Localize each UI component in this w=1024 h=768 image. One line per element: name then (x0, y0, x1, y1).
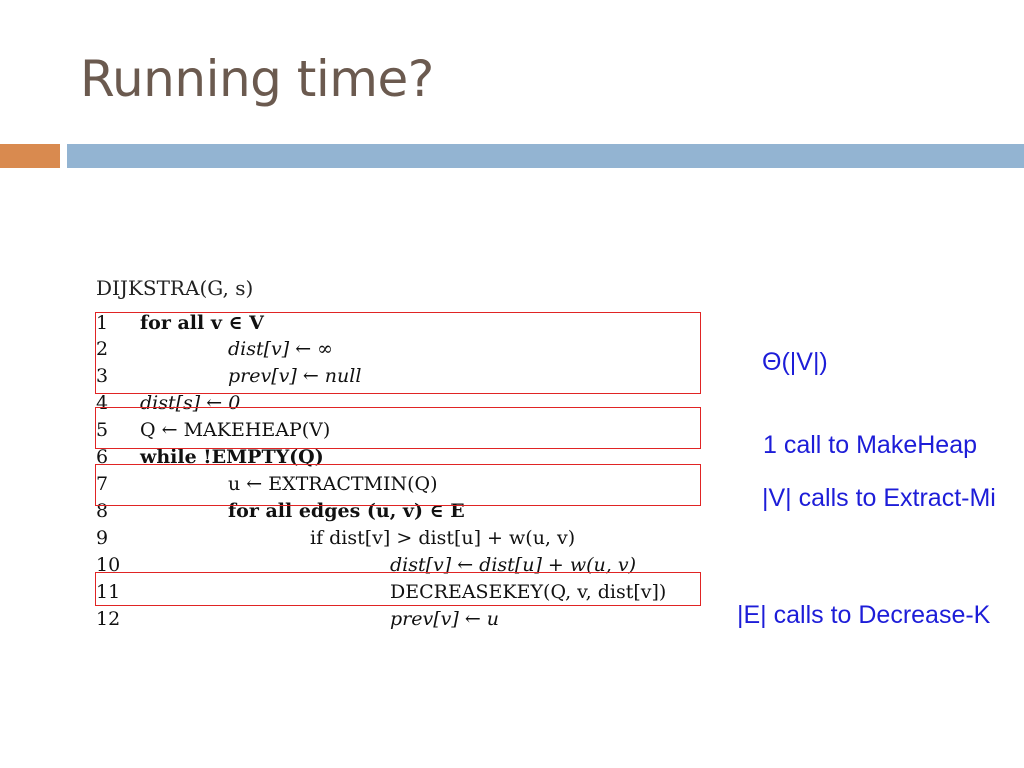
line-number: 7 (96, 473, 109, 495)
line-number: 11 (96, 581, 121, 603)
line-code: prev[v] ← u (390, 608, 500, 630)
algorithm-name: DIJKSTRA(G, s) (96, 276, 254, 300)
line-code: DECREASEKEY(Q, v, dist[v]) (390, 581, 667, 603)
annotation-init: Θ(|V|) (762, 348, 828, 376)
line-number: 4 (96, 392, 109, 414)
line-code: while !EMPTY(Q) (140, 446, 324, 468)
annotation-decreasekey: |E| calls to Decrease-K (737, 601, 991, 629)
line-code: prev[v] ← null (228, 365, 362, 387)
accent-bar-blue (67, 144, 1024, 168)
line-code: u ← EXTRACTMIN(Q) (228, 473, 438, 495)
annotation-extractmin: |V| calls to Extract-Mi (762, 484, 996, 512)
line-code: dist[v] ← dist[u] + w(u, v) (390, 554, 637, 576)
line-code: Q ← MAKEHEAP(V) (140, 419, 331, 441)
line-number: 1 (96, 312, 109, 334)
highlight-box-makeheap (95, 407, 701, 449)
accent-bar-orange (0, 144, 60, 168)
line-code: if dist[v] > dist[u] + w(u, v) (310, 527, 576, 549)
slide-title: Running time? (80, 50, 434, 108)
line-number: 6 (96, 446, 109, 468)
line-number: 9 (96, 527, 109, 549)
line-code: dist[s] ← 0 (140, 392, 241, 414)
line-number: 3 (96, 365, 109, 387)
line-number: 2 (96, 338, 109, 360)
line-code: dist[v] ← ∞ (228, 338, 334, 360)
annotation-makeheap: 1 call to MakeHeap (763, 431, 978, 459)
line-number: 10 (96, 554, 121, 576)
highlight-box-init (95, 312, 701, 394)
highlight-box-decreasekey (95, 572, 701, 606)
line-number: 5 (96, 419, 109, 441)
line-code: for all v ∈ V (140, 312, 264, 334)
line-number: 12 (96, 608, 121, 630)
highlight-box-extractmin (95, 464, 701, 506)
